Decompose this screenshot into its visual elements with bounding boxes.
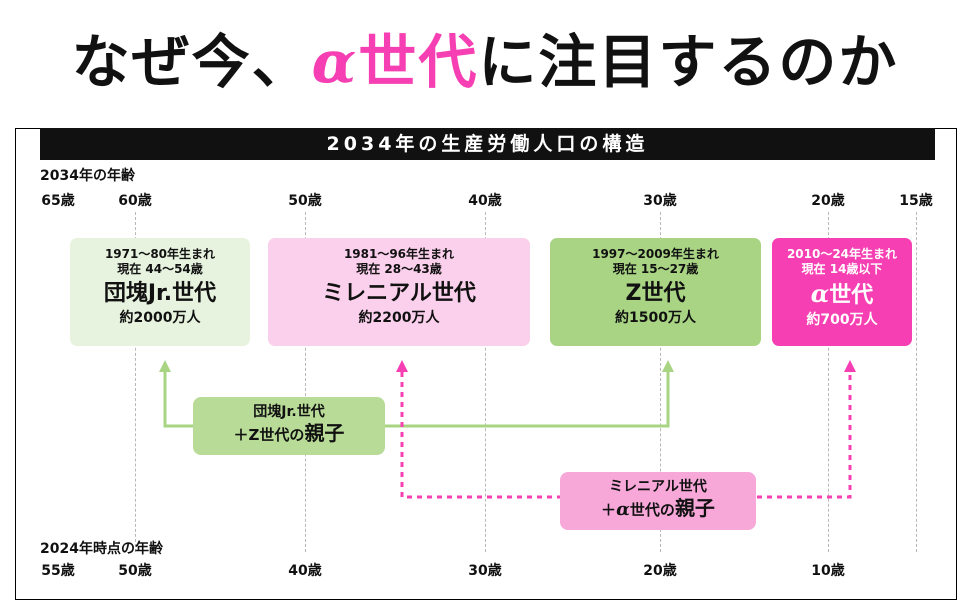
generation-box-gen-z: 1997～2009年生まれ 現在 15～27歳 Z世代 約1500万人 [550,238,761,346]
pink-connector [400,372,852,499]
top-tick: 15歳 [899,193,933,209]
pink-arrowhead [844,360,856,372]
top-tick: 60歳 [118,193,152,209]
generation-box-dankai-jr: 1971～80年生まれ 現在 44～54歳 団塊Jr.世代 約2000万人 [70,238,250,346]
bottom-axis-title: 2024年時点の年齢 [40,541,163,557]
bottom-tick: 50歳 [118,563,152,579]
pink-arrowhead [396,360,408,372]
bottom-tick: 30歳 [468,563,502,579]
alpha-glyph: α [311,28,359,96]
generation-box-millennial: 1981～96年生まれ 現在 28～43歳 ミレニアル世代 約2200万人 [268,238,530,346]
relation-label-millennial-alpha: ミレニアル世代 ＋α世代の親子 [560,472,756,530]
grid-line [828,212,829,552]
title-highlight: 世代 [358,28,479,96]
top-tick: 40歳 [468,193,502,209]
top-tick: 20歳 [811,193,845,209]
grid-line [305,212,306,552]
bottom-tick: 40歳 [288,563,322,579]
top-tick: 50歳 [288,193,322,209]
grid-line [916,212,917,552]
grid-line [135,212,136,552]
green-arrowhead [159,360,171,372]
bottom-tick: 55歳 [41,563,75,579]
grid-line [660,212,661,552]
top-tick: 65歳 [41,193,75,209]
green-arrowhead [662,360,674,372]
header-bar: 2034年の生産労働人口の構造 [40,128,935,160]
bottom-tick: 10歳 [811,563,845,579]
generation-box-alpha: 2010～24年生まれ 現在 14歳以下 α世代 約700万人 [772,238,912,346]
page-title: なぜ今、α世代に注目するのか [71,28,899,96]
relation-label-dankai-genz: 団塊Jr.世代 ＋Z世代の親子 [193,397,385,455]
grid-line [485,212,486,552]
alpha-glyph: α [810,279,830,308]
top-tick: 30歳 [643,193,677,209]
alpha-glyph: α [616,499,630,520]
top-axis-title: 2034年の年齢 [40,168,135,184]
green-connector [163,372,670,428]
bottom-tick: 20歳 [643,563,677,579]
